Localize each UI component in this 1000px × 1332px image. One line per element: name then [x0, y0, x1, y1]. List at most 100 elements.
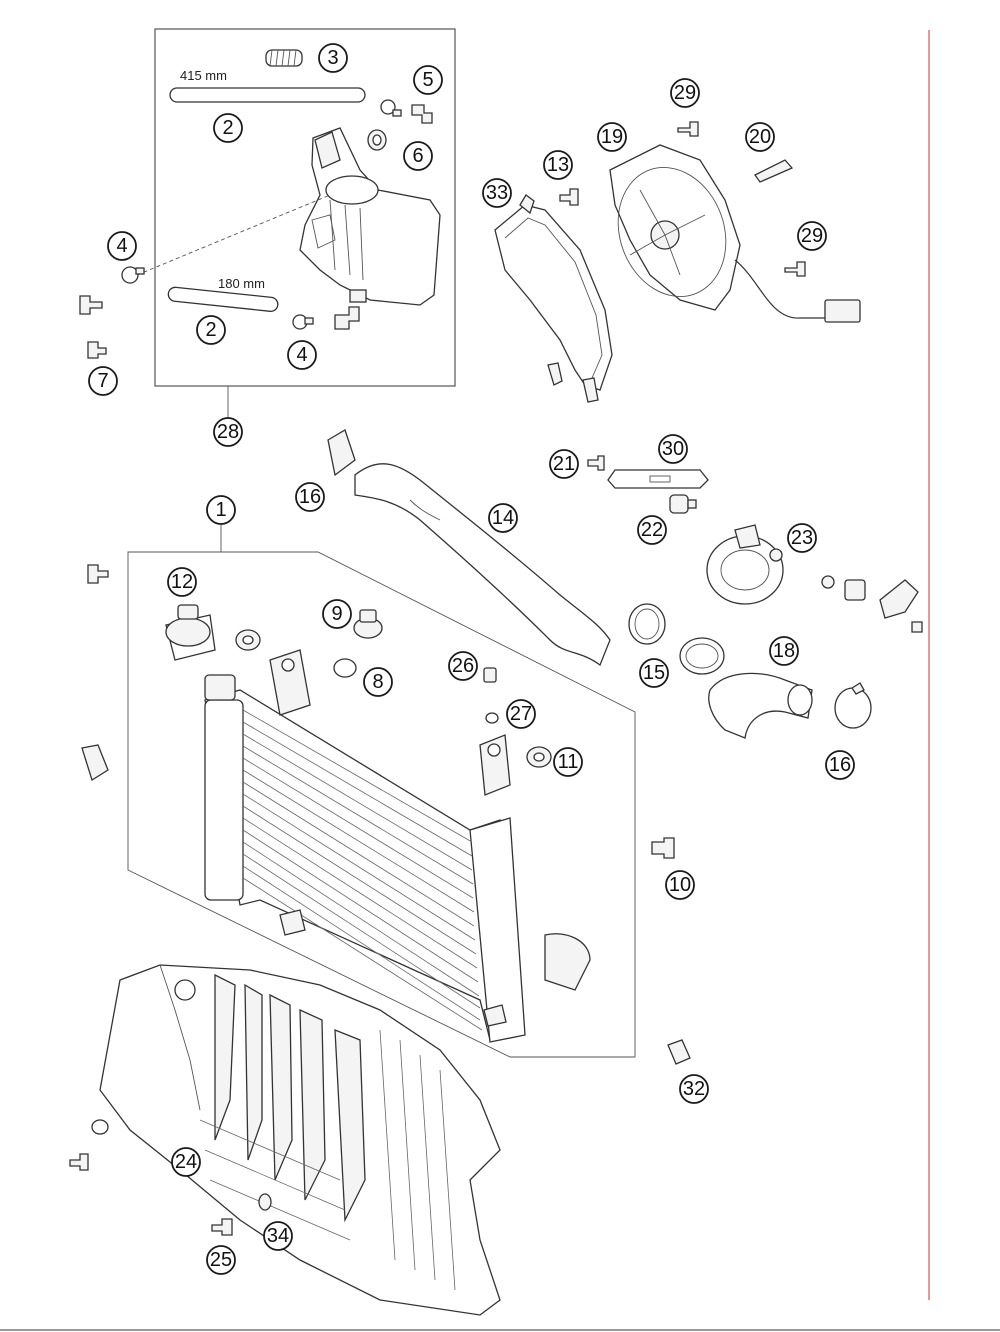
radiator-guard — [99, 964, 501, 1316]
svg-text:29: 29 — [674, 82, 696, 104]
callout-2-upper: 2 — [213, 113, 243, 143]
svg-text:19: 19 — [601, 126, 623, 148]
svg-text:27: 27 — [510, 703, 532, 725]
svg-text:33: 33 — [486, 182, 508, 204]
sealing-ring — [333, 658, 357, 678]
callout-10: 10 — [665, 870, 695, 900]
callout-7: 7 — [88, 366, 118, 396]
callout-4-lower: 4 — [287, 340, 317, 370]
expansion-tank — [299, 127, 441, 306]
svg-text:13: 13 — [547, 154, 569, 176]
svg-text:24: 24 — [175, 1151, 197, 1173]
spring-part — [265, 49, 303, 67]
svg-text:34: 34 — [267, 1225, 289, 1247]
callout-20: 20 — [745, 122, 775, 152]
svg-text:20: 20 — [749, 126, 771, 148]
svg-text:12: 12 — [171, 571, 193, 593]
svg-text:6: 6 — [412, 145, 423, 167]
svg-text:10: 10 — [669, 874, 691, 896]
screw-left-upper — [87, 564, 109, 584]
screw-13 — [559, 188, 579, 206]
hose-long-dimension: 415 mm — [180, 68, 227, 83]
svg-text:22: 22 — [641, 519, 663, 541]
callout-28: 28 — [213, 417, 243, 447]
callout-34: 34 — [263, 1221, 293, 1251]
tank-grommet — [367, 129, 387, 151]
hose-clamp-16-upper — [327, 429, 356, 477]
screw-29-lower — [784, 261, 806, 277]
radiator-hose-elbow-18 — [708, 672, 813, 739]
drain-screw — [483, 667, 497, 683]
callout-13: 13 — [543, 150, 573, 180]
callout-29-upper: 29 — [670, 78, 700, 108]
clip-nut-left — [81, 744, 109, 781]
guard-washer — [91, 1119, 109, 1135]
coolant-hose-short — [167, 286, 279, 312]
hose-short-dimension: 180 mm — [218, 276, 265, 291]
guard-screw-25 — [211, 1218, 233, 1236]
hose-clamp-lower — [292, 314, 314, 330]
radiator-grommet-side — [526, 746, 552, 768]
callout-16-upper: 16 — [295, 482, 325, 512]
hose-clamp-15-b — [679, 637, 725, 675]
screw-21 — [587, 455, 605, 471]
callout-25: 25 — [206, 1245, 236, 1275]
callout-24: 24 — [171, 1147, 201, 1177]
radiator-hose-upper — [354, 463, 611, 667]
coolant-hose-long — [169, 87, 366, 103]
svg-text:23: 23 — [791, 527, 813, 549]
horn-23 — [706, 524, 784, 605]
callout-19: 19 — [597, 122, 627, 152]
callout-6: 6 — [403, 141, 433, 171]
callout-9: 9 — [322, 599, 352, 629]
hose-clamp-15-a — [628, 603, 666, 645]
hose-clamp-outside — [121, 266, 145, 284]
svg-text:29: 29 — [801, 225, 823, 247]
bolt-20 — [754, 159, 794, 183]
expansion-tank-kit-frame — [154, 28, 456, 387]
callout-33: 33 — [482, 178, 512, 208]
svg-text:9: 9 — [331, 603, 342, 625]
svg-text:3: 3 — [327, 47, 338, 69]
svg-text:16: 16 — [829, 754, 851, 776]
callout-15: 15 — [639, 658, 669, 688]
svg-text:14: 14 — [492, 507, 514, 529]
temperature-sensor — [353, 609, 383, 639]
svg-text:16: 16 — [299, 486, 321, 508]
callout-16-lower: 16 — [825, 750, 855, 780]
callout-5: 5 — [413, 65, 443, 95]
svg-text:32: 32 — [683, 1078, 705, 1100]
callout-27: 27 — [506, 699, 536, 729]
svg-text:28: 28 — [217, 421, 239, 443]
callout-18: 18 — [769, 636, 799, 666]
svg-text:7: 7 — [97, 370, 108, 392]
callout-30: 30 — [658, 434, 688, 464]
callout-1: 1 — [206, 495, 236, 525]
callout-14: 14 — [488, 503, 518, 533]
radiator — [204, 649, 591, 1043]
guard-screw-left — [69, 1153, 89, 1171]
callout-32: 32 — [679, 1074, 709, 1104]
fan-shroud — [494, 194, 613, 403]
svg-text:4: 4 — [116, 235, 127, 257]
callout-11: 11 — [553, 747, 583, 777]
callout-22: 22 — [637, 515, 667, 545]
radiator-grommet-upper — [235, 629, 261, 651]
hose-clamp-small — [380, 99, 402, 117]
svg-text:26: 26 — [452, 655, 474, 677]
svg-text:15: 15 — [643, 662, 665, 684]
screw-29-upper — [677, 121, 699, 137]
screw-lower — [87, 341, 107, 359]
hose-clamp-16-lower — [834, 682, 872, 729]
elbow-fitting — [411, 104, 433, 124]
svg-text:5: 5 — [422, 69, 433, 91]
callout-2-lower: 2 — [196, 315, 226, 345]
elbow-fitting-lower — [334, 306, 360, 330]
callout-21: 21 — [549, 449, 579, 479]
svg-text:30: 30 — [662, 438, 684, 460]
svg-text:8: 8 — [372, 671, 383, 693]
callout-8: 8 — [363, 667, 393, 697]
collar-screw — [651, 837, 675, 859]
guard-grommet-34 — [258, 1193, 272, 1211]
